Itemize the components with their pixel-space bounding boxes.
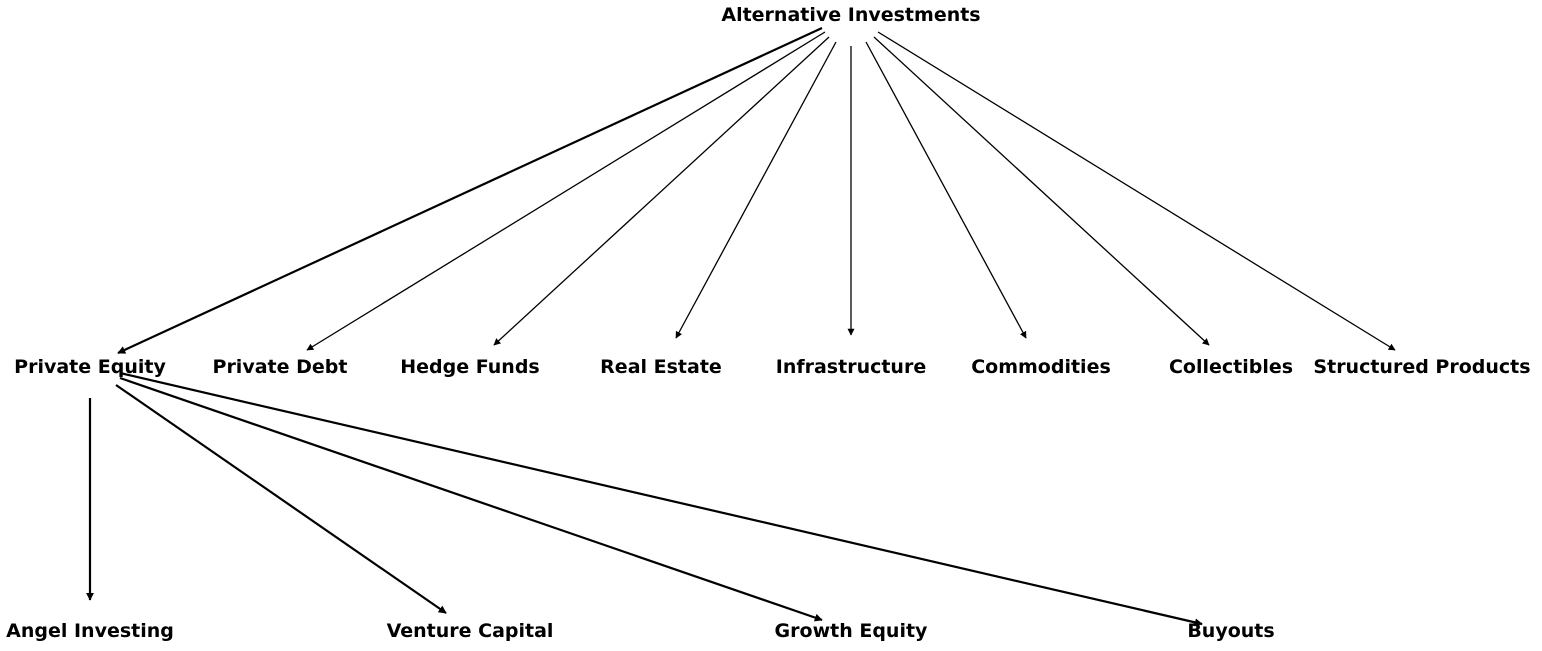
edge-root-real-estate: [675, 41, 837, 339]
node-private-equity: Private Equity: [14, 356, 166, 378]
node-structured-products: Structured Products: [1313, 356, 1530, 378]
private-equity-children: Angel Investing Venture Capital Growth E…: [6, 620, 1275, 642]
node-angel-investing: Angel Investing: [6, 620, 174, 642]
node-venture-capital: Venture Capital: [387, 620, 554, 642]
node-collectibles: Collectibles: [1169, 356, 1293, 378]
private-equity-edges: [86, 371, 1203, 627]
node-real-estate: Real Estate: [600, 356, 722, 378]
node-infrastructure: Infrastructure: [776, 356, 926, 378]
edge-root-private-equity: [117, 27, 823, 354]
edge-pe-venture-capital: [115, 384, 447, 614]
node-commodities: Commodities: [971, 356, 1111, 378]
edge-root-hedge-funds: [493, 36, 830, 346]
node-hedge-funds: Hedge Funds: [400, 356, 540, 378]
edge-root-structured-products: [877, 31, 1396, 351]
node-growth-equity: Growth Equity: [775, 620, 928, 642]
root-node-label: Alternative Investments: [721, 4, 980, 26]
root-edges: [117, 27, 1396, 354]
edge-pe-growth-equity: [119, 376, 823, 622]
edge-root-collectibles: [873, 36, 1210, 346]
edge-pe-buyouts: [119, 371, 1203, 627]
node-buyouts: Buyouts: [1187, 620, 1274, 642]
edge-root-private-debt: [306, 31, 826, 351]
category-nodes: Private Equity Private Debt Hedge Funds …: [14, 356, 1530, 378]
node-private-debt: Private Debt: [213, 356, 348, 378]
edge-root-commodities: [865, 41, 1027, 339]
